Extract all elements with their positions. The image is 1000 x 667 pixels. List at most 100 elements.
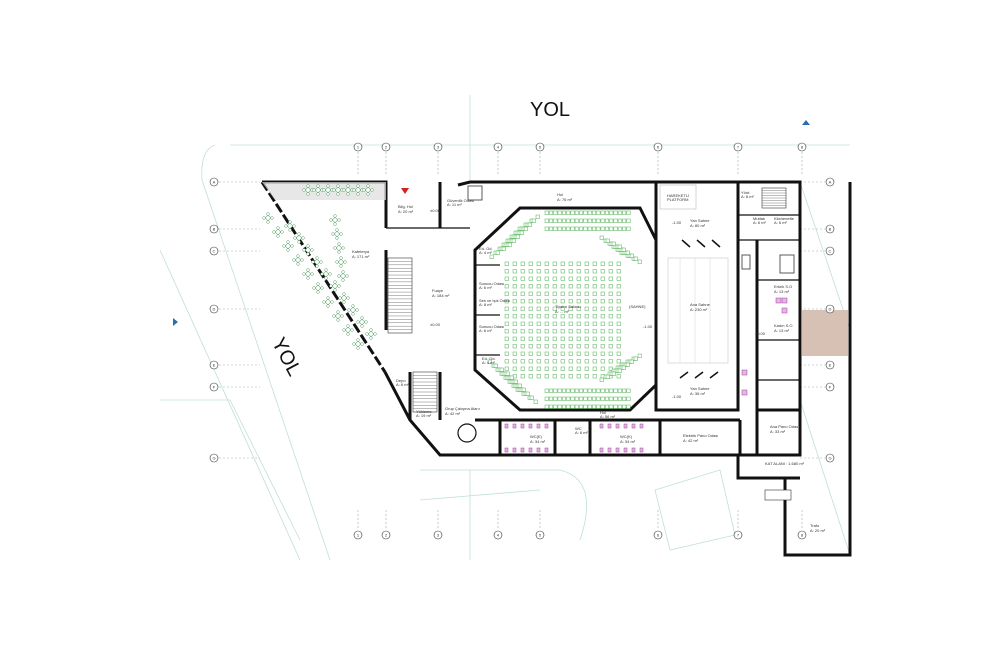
grid-label: A — [213, 180, 216, 185]
seat — [621, 247, 626, 252]
toilet — [631, 447, 636, 453]
seat — [600, 366, 605, 371]
chair — [312, 286, 316, 290]
seat — [600, 321, 605, 326]
grid-label: 8 — [801, 533, 804, 538]
stage — [659, 184, 729, 379]
chair — [270, 216, 274, 220]
grid-label: 6 — [657, 145, 660, 150]
toilet — [741, 369, 748, 376]
seat — [504, 276, 509, 281]
seat — [587, 226, 592, 231]
seat — [544, 261, 549, 266]
seat — [604, 218, 609, 223]
seat — [528, 344, 533, 349]
seat — [608, 314, 613, 319]
seat — [568, 351, 573, 356]
seat — [592, 366, 597, 371]
chair — [312, 188, 316, 192]
seat — [625, 362, 630, 367]
seat — [536, 284, 541, 289]
seat — [616, 329, 621, 334]
chair — [290, 244, 294, 248]
chair — [296, 262, 300, 266]
toilet — [544, 423, 549, 429]
seat — [584, 344, 589, 349]
toilet — [528, 447, 533, 453]
cafe-table — [340, 294, 348, 302]
seat — [592, 218, 597, 223]
seat — [525, 391, 530, 396]
chair — [366, 192, 370, 196]
chair — [337, 242, 341, 246]
seat — [557, 404, 562, 409]
seat — [584, 359, 589, 364]
toilet — [639, 447, 644, 453]
seat — [592, 314, 597, 319]
seat — [536, 366, 541, 371]
chair — [364, 320, 368, 324]
cafe-table — [304, 186, 312, 194]
seat — [549, 404, 554, 409]
cafe-table — [264, 214, 272, 222]
seat — [520, 269, 525, 274]
seat — [576, 284, 581, 289]
seat — [561, 388, 566, 393]
seat — [560, 321, 565, 326]
chair — [320, 272, 324, 276]
seat — [552, 321, 557, 326]
grid-label: 5 — [539, 145, 542, 150]
cafe-table — [313, 258, 321, 266]
seat — [584, 329, 589, 334]
seat — [504, 284, 509, 289]
seat — [549, 396, 554, 401]
chair — [292, 224, 296, 228]
seat — [616, 314, 621, 319]
chair — [272, 230, 276, 234]
seat — [552, 261, 557, 266]
seat — [560, 366, 565, 371]
seat — [583, 218, 588, 223]
seat — [579, 226, 584, 231]
chair — [332, 314, 336, 318]
seat — [568, 284, 573, 289]
cafe-table — [314, 186, 322, 194]
seat — [568, 344, 573, 349]
seat — [613, 388, 618, 393]
toilet — [639, 423, 644, 429]
toilet — [504, 423, 509, 429]
seat — [568, 306, 573, 311]
toilet — [544, 447, 549, 453]
chair — [330, 300, 334, 304]
chair — [356, 184, 360, 188]
seat — [520, 344, 525, 349]
grid-bubble — [825, 304, 835, 314]
seat — [544, 321, 549, 326]
elevator — [741, 254, 751, 270]
chair — [310, 248, 314, 252]
seat — [520, 299, 525, 304]
seat — [544, 351, 549, 356]
seat — [512, 261, 517, 266]
seat — [528, 261, 533, 266]
seat — [504, 344, 509, 349]
chair — [302, 248, 306, 252]
seat — [608, 306, 613, 311]
grid-bubble — [535, 530, 545, 540]
seat — [531, 218, 536, 223]
seat — [561, 396, 566, 401]
seat — [608, 321, 613, 326]
seat — [622, 226, 627, 231]
room-wc-e: WC(E)A: 34 m² — [530, 434, 546, 444]
seat — [592, 359, 597, 364]
cafe-table — [331, 282, 339, 290]
seat — [622, 396, 627, 401]
seat — [600, 314, 605, 319]
